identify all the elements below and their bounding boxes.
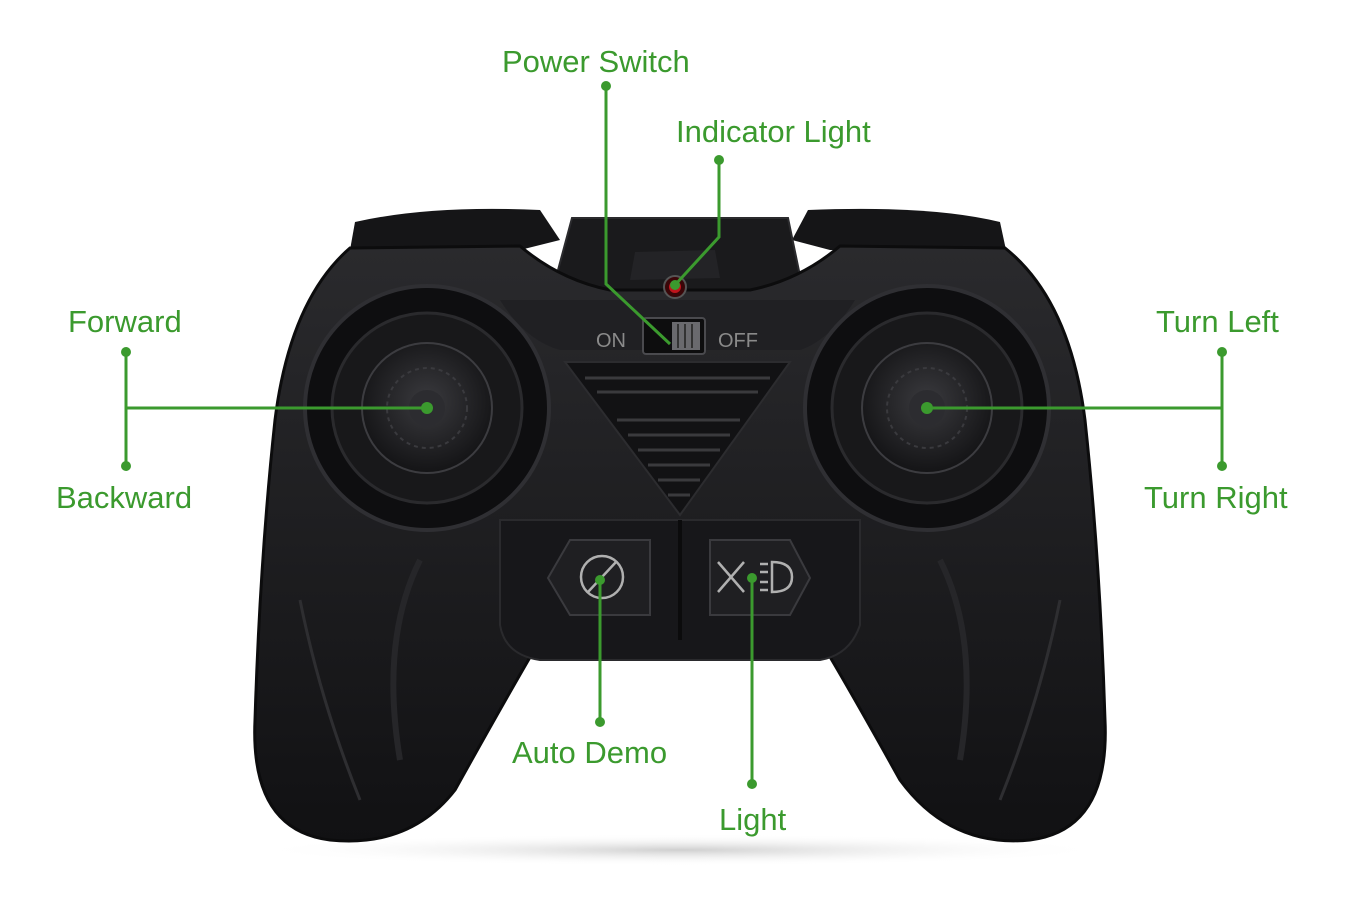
indicator-light-label: Indicator Light bbox=[676, 116, 871, 147]
forward-label: Forward bbox=[68, 306, 182, 337]
auto-demo-label: Auto Demo bbox=[512, 737, 667, 768]
switch-on-text: ON bbox=[596, 330, 626, 352]
turn-right-label: Turn Right bbox=[1144, 482, 1288, 513]
switch-off-text: OFF bbox=[718, 330, 758, 352]
power-switch-label: Power Switch bbox=[502, 46, 690, 77]
light-button[interactable] bbox=[710, 540, 810, 615]
backward-label: Backward bbox=[56, 482, 192, 513]
left-shoulder-bumper bbox=[350, 209, 560, 250]
right-shoulder-bumper bbox=[792, 209, 1006, 250]
turn-left-label: Turn Left bbox=[1156, 306, 1279, 337]
light-label: Light bbox=[719, 804, 786, 835]
